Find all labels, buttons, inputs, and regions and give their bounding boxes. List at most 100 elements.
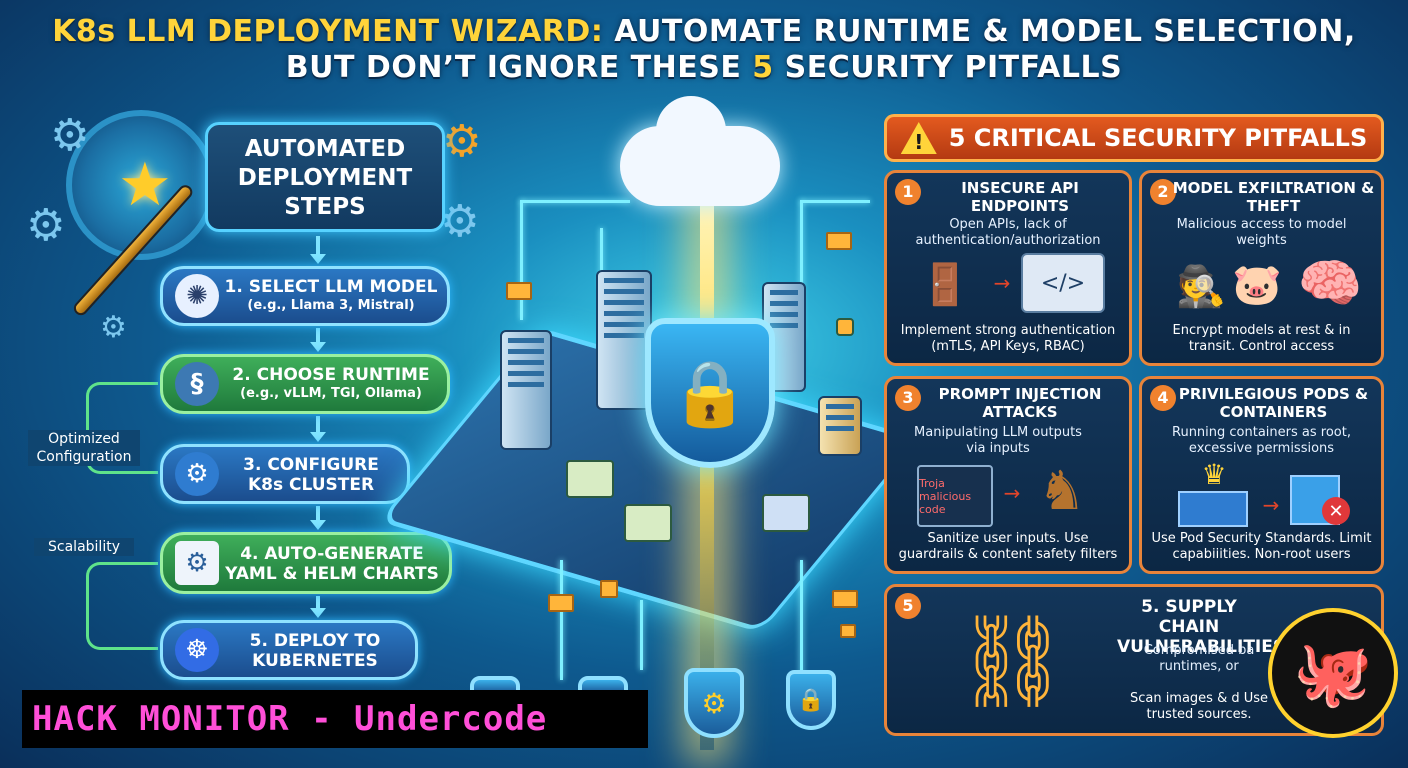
pitfall-title: MODEL EXFILTRATION & THEFT	[1172, 179, 1375, 215]
optimized-configuration-label: Optimized Configuration	[28, 430, 140, 466]
pitfall-description: Malicious access to model weights	[1176, 217, 1347, 248]
title-line2-post: SECURITY PITFALLS	[773, 50, 1123, 85]
network-line	[800, 200, 870, 203]
open-door-lock-icon: 🚪	[920, 261, 970, 308]
step-auto-generate: ⚙ 4. AUTO-GENERATE YAML & HELM CHARTS	[160, 532, 452, 594]
server-rack-icon	[500, 330, 552, 450]
trojan-horse-icon: ♞	[1037, 458, 1087, 522]
pitfalls-heading: ! 5 CRITICAL SECURITY PITFALLS	[884, 114, 1384, 162]
step-title: 4. AUTO-GENERATE	[240, 544, 424, 564]
crown-icon: ♛	[1201, 457, 1227, 491]
step-subtitle: (e.g., Llama 3, Mistral)	[247, 298, 415, 313]
network-line	[520, 200, 630, 203]
brain-lock-icon: 🧠	[1297, 253, 1363, 314]
pitfall-description: Open APIs, lack of authentication/author…	[915, 217, 1101, 248]
title-accent: K8s LLM DEPLOYMENT WIZARD:	[52, 14, 604, 49]
pitfall-description: Running containers as root, excessive pe…	[1172, 425, 1351, 456]
network-line	[640, 600, 643, 670]
network-line	[600, 228, 603, 288]
pitfall-card-1: 1 INSECURE API ENDPOINTS Open APIs, lack…	[884, 170, 1132, 366]
storage-stack-icon	[818, 396, 862, 456]
pod-box-icon	[566, 460, 614, 498]
api-code-icon: </>	[1021, 253, 1105, 313]
warning-icon: !	[900, 122, 937, 154]
network-line	[560, 560, 563, 680]
envelope-icon	[506, 282, 532, 300]
gear-shield-icon: ⚙	[684, 668, 744, 738]
gear-icon: ⚙	[26, 200, 66, 251]
flow-arrow	[310, 328, 326, 352]
python-icon: §	[175, 362, 219, 406]
lock-shield-icon: 🔒	[786, 670, 836, 730]
step-title: 5. DEPLOY TO	[249, 631, 381, 651]
pitfall-title: 5. SUPPLY CHAIN VULNERABILITIES	[1117, 597, 1286, 657]
pitfall-card-3: 3 PROMPT INJECTION ATTACKS Manipulating …	[884, 376, 1132, 574]
envelope-icon	[840, 624, 856, 638]
step-title: 2. CHOOSE RUNTIME	[232, 365, 430, 385]
pitfall-mitigation: Scan images & d Use trusted sources.	[1129, 691, 1269, 722]
step-deploy-kubernetes: ☸ 5. DEPLOY TO KUBERNETES	[160, 620, 418, 680]
feedback-loop	[86, 382, 158, 474]
page-title: K8s LLM DEPLOYMENT WIZARD: AUTOMATE RUNT…	[0, 14, 1408, 86]
kubernetes-wheel-icon: ☸	[175, 628, 219, 672]
pitfall-number: 2	[1150, 179, 1176, 205]
step-select-llm-model: ✺ 1. SELECT LLM MODEL (e.g., Llama 3, Mi…	[160, 266, 450, 326]
arrow-icon: →	[1003, 481, 1021, 505]
step-configure-cluster: ⚙ 3. CONFIGURE K8s CLUSTER	[160, 444, 410, 504]
pitfall-card-2: 2 MODEL EXFILTRATION & THEFT Malicious a…	[1139, 170, 1384, 366]
broken-chain-icon: ⛓	[954, 608, 1070, 714]
network-line	[520, 200, 523, 320]
octopus-logo-icon: 🐙	[1268, 608, 1398, 738]
arrow-icon: →	[993, 271, 1011, 295]
network-line	[800, 200, 803, 340]
pitfall-mitigation: Implement strong authentication (mTLS, A…	[900, 323, 1116, 354]
gear-icon: ⚙	[50, 110, 90, 161]
cube-icon	[836, 318, 854, 336]
hack-monitor-watermark: HACK MONITOR - Undercode	[22, 690, 648, 748]
scalability-label: Scalability	[34, 538, 134, 556]
step-choose-runtime: § 2. CHOOSE RUNTIME (e.g., vLLM, TGI, Ol…	[160, 354, 450, 414]
pitfall-number: 1	[895, 179, 921, 205]
server-rack-icon	[596, 270, 652, 410]
step-subtitle: YAML & HELM CHARTS	[225, 564, 439, 584]
title-line1: AUTOMATE RUNTIME & MODEL SELECTION,	[603, 14, 1356, 49]
deployment-steps-heading: AUTOMATED DEPLOYMENT STEPS	[205, 122, 445, 232]
pitfall-number: 3	[895, 385, 921, 411]
document-gear-icon: ⚙	[175, 541, 219, 585]
step-subtitle: (e.g., vLLM, TGI, Ollama)	[240, 386, 422, 401]
flow-arrow	[310, 506, 326, 530]
envelope-icon	[832, 590, 858, 608]
close-icon: ✕	[1322, 497, 1350, 525]
star-icon: ★	[118, 150, 172, 220]
gear-icon: ⚙	[442, 116, 482, 167]
openai-knot-icon: ✺	[175, 274, 219, 318]
piggy-bank-icon: 🐷	[1232, 261, 1282, 308]
container-icon	[1178, 491, 1248, 527]
title-number: 5	[752, 50, 774, 85]
pitfall-mitigation: Use Pod Security Standards. Limit capabi…	[1151, 531, 1372, 562]
pod-box-icon	[624, 504, 672, 542]
deployment-steps-heading-text: AUTOMATED DEPLOYMENT STEPS	[237, 136, 413, 220]
flow-arrow	[310, 596, 326, 618]
gear-icon: ⚙	[175, 452, 219, 496]
light-beam	[700, 190, 714, 750]
malicious-code-text: Troja malicious code	[919, 477, 972, 516]
step-subtitle: KUBERNETES	[252, 651, 378, 671]
flow-arrow	[310, 416, 326, 442]
pitfall-card-4: 4 PRIVILEGIOUS PODS & CONTAINERS Running…	[1139, 376, 1384, 574]
arrow-icon: →	[1262, 493, 1280, 517]
envelope-icon	[548, 594, 574, 612]
cloud-icon	[620, 96, 780, 206]
pitfall-title: PRIVILEGIOUS PODS & CONTAINERS	[1178, 385, 1369, 421]
thief-icon: 🕵	[1176, 263, 1226, 310]
pitfall-number: 5	[895, 593, 921, 619]
gear-icon: ⚙	[440, 196, 480, 247]
step-subtitle: K8s CLUSTER	[247, 475, 375, 495]
pitfall-title: INSECURE API ENDPOINTS	[961, 179, 1079, 215]
pitfall-mitigation: Sanitize user inputs. Use guardrails & c…	[898, 531, 1118, 562]
pitfall-title: PROMPT INJECTION ATTACKS	[938, 385, 1102, 421]
envelope-icon	[600, 580, 618, 598]
step-title: 3. CONFIGURE	[243, 455, 379, 475]
lock-icon: 🔒	[670, 356, 750, 431]
gear-icon: ⚙	[100, 310, 127, 345]
